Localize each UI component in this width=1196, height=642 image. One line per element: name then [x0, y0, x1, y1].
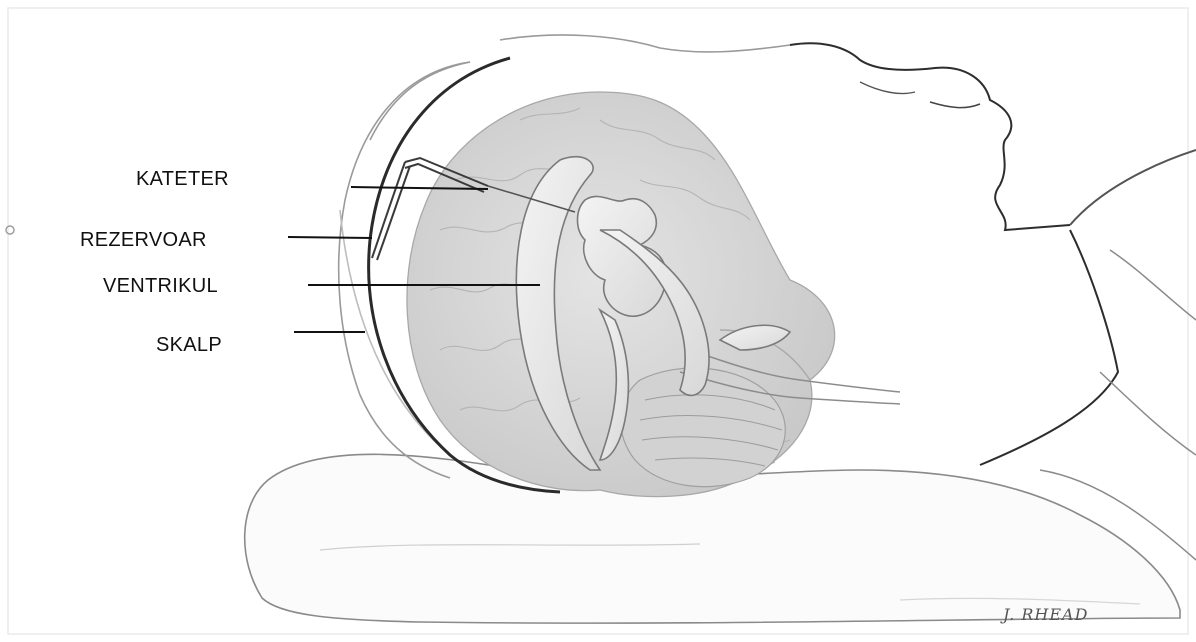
- leader-rezervoar: [288, 237, 372, 238]
- edge-mark: [6, 226, 14, 234]
- label-ventricle: VENTRIKUL: [103, 275, 218, 298]
- label-reservoir: REZERVOAR: [80, 229, 207, 252]
- label-scalp: SKALP: [156, 334, 222, 357]
- artist-signature: J. RHEAD: [1003, 605, 1088, 624]
- label-catheter: KATETER: [136, 168, 229, 191]
